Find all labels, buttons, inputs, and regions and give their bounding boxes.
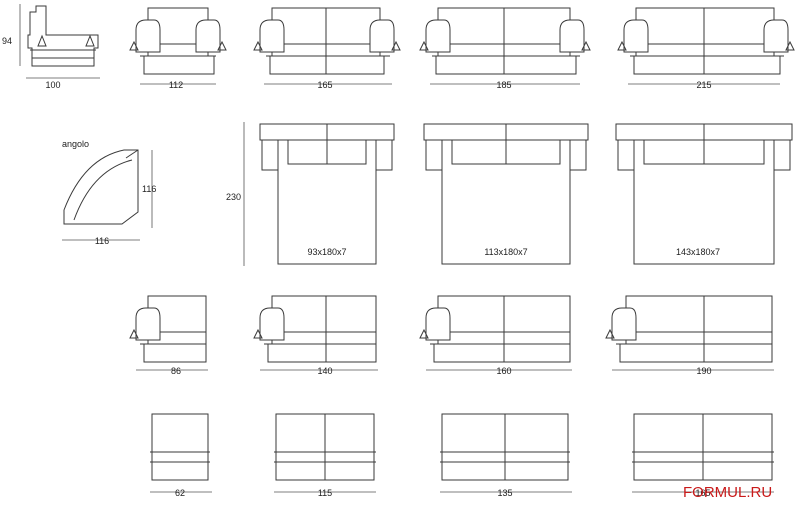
mattress-label-medium: 113x180x7	[484, 247, 527, 257]
width-label-165-armless: 165	[695, 488, 710, 498]
corner-piece-angolo: angolo 116 116	[62, 139, 156, 246]
dimension-width-100: 100	[26, 77, 100, 90]
module-armless-115: 115	[274, 413, 376, 498]
dimension-width-185: 185	[430, 80, 580, 90]
mattress-label-large: 143x180x7	[676, 247, 720, 257]
width-label-185: 185	[496, 80, 511, 90]
dimension-height-row1: 94	[2, 4, 21, 66]
width-label-140: 140	[317, 366, 332, 376]
module-one-arm-160: 160	[419, 295, 572, 376]
sofa-165	[253, 7, 401, 75]
width-label-165: 165	[317, 80, 332, 90]
sofa-bed-large: 143x180x7	[615, 123, 793, 265]
module-armless-62: 62	[150, 413, 212, 498]
width-label-112: 112	[169, 80, 183, 90]
bed-depth-label: 230	[226, 192, 241, 202]
dimension-width-215: 215	[628, 80, 780, 90]
sofa-bed-medium: 113x180x7	[423, 123, 589, 265]
sofa-185	[419, 7, 591, 75]
dimension-bed-depth: 230	[226, 122, 245, 266]
width-label-215: 215	[696, 80, 711, 90]
sofa-bed-small: 93x180x7	[259, 123, 395, 265]
corner-width-label: 116	[95, 236, 109, 246]
module-armless-135: 135	[440, 413, 572, 498]
width-label-100: 100	[45, 80, 60, 90]
module-one-arm-86: 86	[129, 295, 208, 376]
module-one-arm-140: 140	[253, 295, 378, 376]
width-label-190: 190	[696, 366, 711, 376]
dimension-width-112: 112	[140, 80, 216, 90]
module-one-arm-190: 190	[605, 295, 774, 376]
corner-label: angolo	[62, 139, 89, 149]
dimension-width-165: 165	[264, 80, 392, 90]
width-label-115: 115	[318, 488, 332, 498]
module-armless-165: 165	[632, 413, 774, 498]
mattress-label-small: 93x180x7	[307, 247, 346, 257]
height-label: 94	[2, 36, 12, 46]
width-label-160: 160	[496, 366, 511, 376]
side-view-sofa	[27, 5, 99, 67]
armchair-112	[129, 7, 227, 75]
corner-depth-label: 116	[142, 184, 156, 194]
watermark-text: FORMUL.RU	[683, 484, 772, 501]
sofa-215	[617, 7, 795, 75]
width-label-135: 135	[497, 488, 512, 498]
width-label-86: 86	[171, 366, 181, 376]
width-label-62: 62	[175, 488, 185, 498]
